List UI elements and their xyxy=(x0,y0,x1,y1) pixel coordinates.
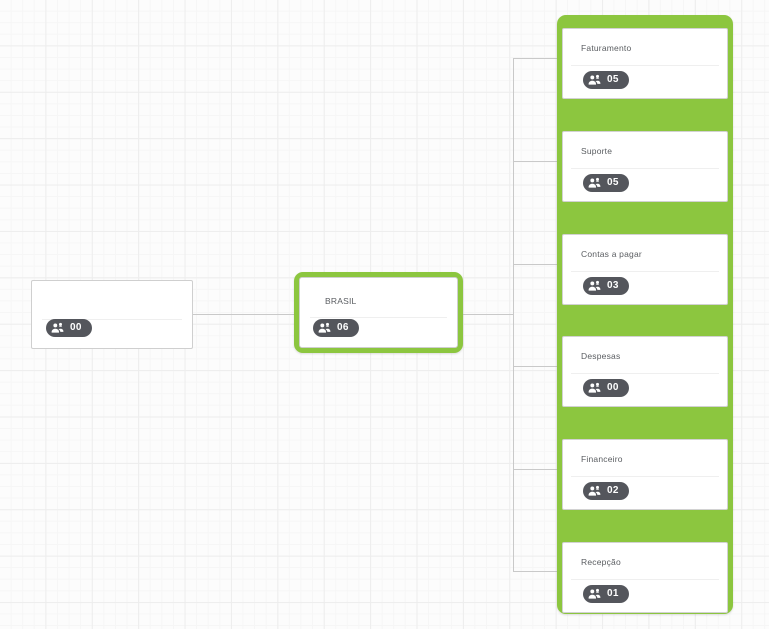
connector-branch-2 xyxy=(513,161,557,162)
node-department-financeiro[interactable]: Financeiro 02 xyxy=(562,439,728,510)
node-country-member-count: 06 xyxy=(337,322,349,333)
node-country-selection-frame[interactable]: BRASIL 06 xyxy=(294,272,463,353)
node-department-member-count: 03 xyxy=(607,280,619,291)
group-users-icon xyxy=(588,588,601,599)
group-users-icon xyxy=(588,485,601,496)
connector-root-to-country xyxy=(193,314,294,315)
node-country[interactable]: BRASIL 06 xyxy=(299,277,458,348)
node-department-member-badge[interactable]: 03 xyxy=(583,277,629,295)
node-department-divider xyxy=(571,373,719,374)
node-department-title: Contas a pagar xyxy=(581,249,642,259)
connector-branch-6 xyxy=(513,571,557,572)
node-department-title: Suporte xyxy=(581,146,613,156)
node-department-faturamento[interactable]: Faturamento 05 xyxy=(562,28,728,99)
node-root[interactable]: 00 xyxy=(31,280,193,349)
node-department-recepcao[interactable]: Recepção 01 xyxy=(562,542,728,613)
node-department-title: Faturamento xyxy=(581,43,632,53)
node-department-member-count: 00 xyxy=(607,382,619,393)
group-users-icon xyxy=(588,74,601,85)
node-department-divider xyxy=(571,168,719,169)
group-users-icon xyxy=(588,280,601,291)
node-department-suporte[interactable]: Suporte 05 xyxy=(562,131,728,202)
node-department-divider xyxy=(571,579,719,580)
connector-country-to-trunk xyxy=(463,314,514,315)
node-department-member-badge[interactable]: 02 xyxy=(583,482,629,500)
connector-trunk-vertical xyxy=(513,58,514,572)
node-department-divider xyxy=(571,271,719,272)
node-root-divider xyxy=(42,319,182,320)
node-department-member-count: 02 xyxy=(607,485,619,496)
node-root-member-count: 00 xyxy=(70,322,82,333)
group-users-icon xyxy=(588,382,601,393)
group-users-icon xyxy=(318,322,331,333)
node-country-member-badge[interactable]: 06 xyxy=(313,319,359,337)
node-country-title: BRASIL xyxy=(325,296,357,306)
node-department-title: Despesas xyxy=(581,351,621,361)
node-department-member-badge[interactable]: 05 xyxy=(583,71,629,89)
node-department-member-count: 05 xyxy=(607,74,619,85)
connector-branch-1 xyxy=(513,58,557,59)
node-department-divider xyxy=(571,65,719,66)
departments-list: Faturamento 05 Suporte xyxy=(562,20,728,613)
node-department-contas-a-pagar[interactable]: Contas a pagar 03 xyxy=(562,234,728,305)
node-department-member-badge[interactable]: 05 xyxy=(583,174,629,192)
node-department-divider xyxy=(571,476,719,477)
node-department-member-count: 01 xyxy=(607,588,619,599)
node-department-title: Recepção xyxy=(581,557,621,567)
connector-branch-3 xyxy=(513,264,557,265)
connector-branch-4 xyxy=(513,366,557,367)
node-department-despesas[interactable]: Despesas 00 xyxy=(562,336,728,407)
node-root-member-badge[interactable]: 00 xyxy=(46,319,92,337)
node-country-divider xyxy=(310,317,447,318)
node-department-member-badge[interactable]: 01 xyxy=(583,585,629,603)
group-users-icon xyxy=(51,322,64,333)
node-department-member-count: 05 xyxy=(607,177,619,188)
group-users-icon xyxy=(588,177,601,188)
connector-branch-5 xyxy=(513,469,557,470)
node-department-title: Financeiro xyxy=(581,454,623,464)
departments-selection-frame[interactable]: Faturamento 05 Suporte xyxy=(557,15,733,614)
node-department-member-badge[interactable]: 00 xyxy=(583,379,629,397)
